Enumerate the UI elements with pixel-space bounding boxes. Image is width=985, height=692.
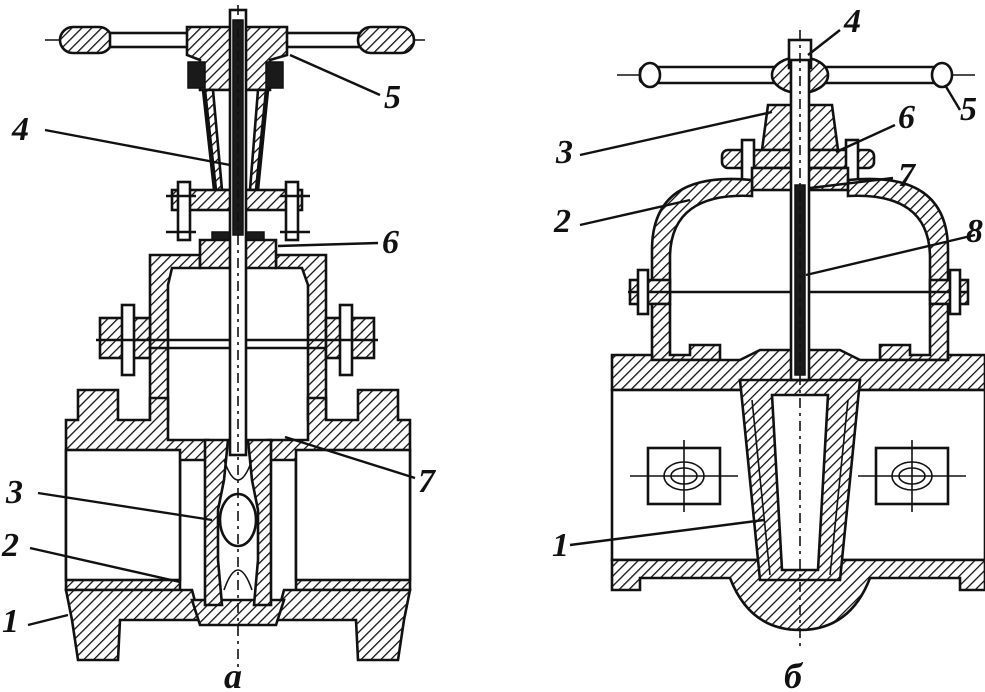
bonnet-a <box>96 238 378 422</box>
stem-b <box>789 30 811 650</box>
label-a-6: 6 <box>382 224 399 261</box>
label-a-1: 1 <box>2 603 19 640</box>
label-a-4: 4 <box>11 111 29 148</box>
wedge-b <box>738 378 862 582</box>
label-b-2: 2 <box>553 203 571 240</box>
label-b-5: 5 <box>960 91 977 128</box>
label-a-2: 2 <box>1 527 19 564</box>
label-b-8: 8 <box>966 213 983 250</box>
label-b-7: 7 <box>898 157 917 194</box>
valve-a <box>27 5 425 680</box>
leader-lines-b <box>569 29 976 547</box>
labels-a: 4 5 6 7 3 2 1 а <box>1 79 437 692</box>
leader-lines-a <box>27 53 416 627</box>
label-b-3: 3 <box>555 134 573 171</box>
labels-b: 4 5 3 6 7 2 8 1 б <box>552 3 983 692</box>
label-b-1: 1 <box>552 527 569 564</box>
valve-b <box>569 29 985 650</box>
body-a <box>64 388 412 662</box>
label-a-5: 5 <box>384 79 401 116</box>
label-b-6: 6 <box>898 99 915 136</box>
caption-a: а <box>224 656 242 692</box>
label-a-3: 3 <box>5 474 23 511</box>
label-a-7: 7 <box>418 463 437 500</box>
port-right-b <box>858 440 966 512</box>
label-b-4: 4 <box>843 3 861 40</box>
caption-b: б <box>784 656 804 692</box>
wedge-a <box>203 438 273 607</box>
port-left-b <box>630 440 738 512</box>
stem-a <box>228 5 248 680</box>
